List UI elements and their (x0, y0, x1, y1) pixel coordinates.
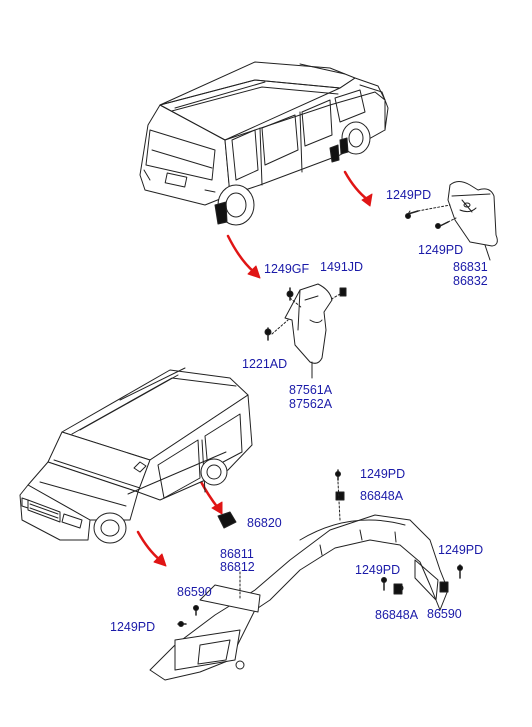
part-label-86590[interactable]: 86590 (177, 585, 212, 599)
part-label-86812[interactable]: 86812 (220, 560, 255, 574)
part-label-1249PD[interactable]: 1249PD (110, 620, 156, 634)
part-label-1249PD[interactable]: 1249PD (386, 188, 432, 202)
part-label-1249PD[interactable]: 1249PD (418, 243, 464, 257)
rear-mud-flap-part (405, 181, 498, 261)
part-label-86811[interactable]: 86811 (220, 547, 254, 561)
wheel-guard-liner-part (149, 469, 463, 681)
part-label-86848A[interactable]: 86848A (375, 608, 419, 622)
part-label-86820[interactable]: 86820 (247, 516, 282, 530)
red-arrows (136, 170, 373, 567)
part-label-1249PD[interactable]: 1249PD (438, 543, 484, 557)
van-front-view-illustration (19, 367, 253, 544)
part-label-87561A[interactable]: 87561A (289, 383, 333, 397)
van-rear-view-illustration (139, 61, 389, 226)
part-label-86831[interactable]: 86831 (453, 260, 488, 274)
front-mud-flap-part (264, 283, 347, 379)
part-label-86832[interactable]: 86832 (453, 274, 488, 288)
part-label-86848A[interactable]: 86848A (360, 489, 404, 503)
part-label-87562A[interactable]: 87562A (289, 397, 333, 411)
part-label-1491JD[interactable]: 1491JD (320, 260, 364, 274)
part-label-1249PD[interactable]: 1249PD (360, 467, 406, 481)
part-label-1221AD[interactable]: 1221AD (242, 357, 288, 371)
part-label-86590[interactable]: 86590 (427, 607, 462, 621)
part-label-1249PD[interactable]: 1249PD (355, 563, 401, 577)
part-label-1249GF[interactable]: 1249GF (264, 262, 310, 276)
